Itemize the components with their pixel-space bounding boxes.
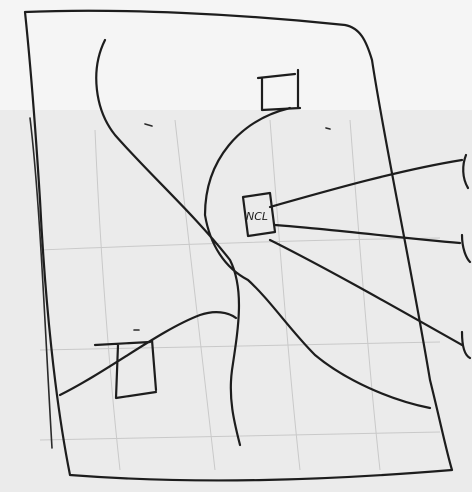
ncl-box-label: NCL <box>246 210 268 223</box>
paper-bottom <box>0 110 472 492</box>
tick-mark-right <box>326 128 330 129</box>
